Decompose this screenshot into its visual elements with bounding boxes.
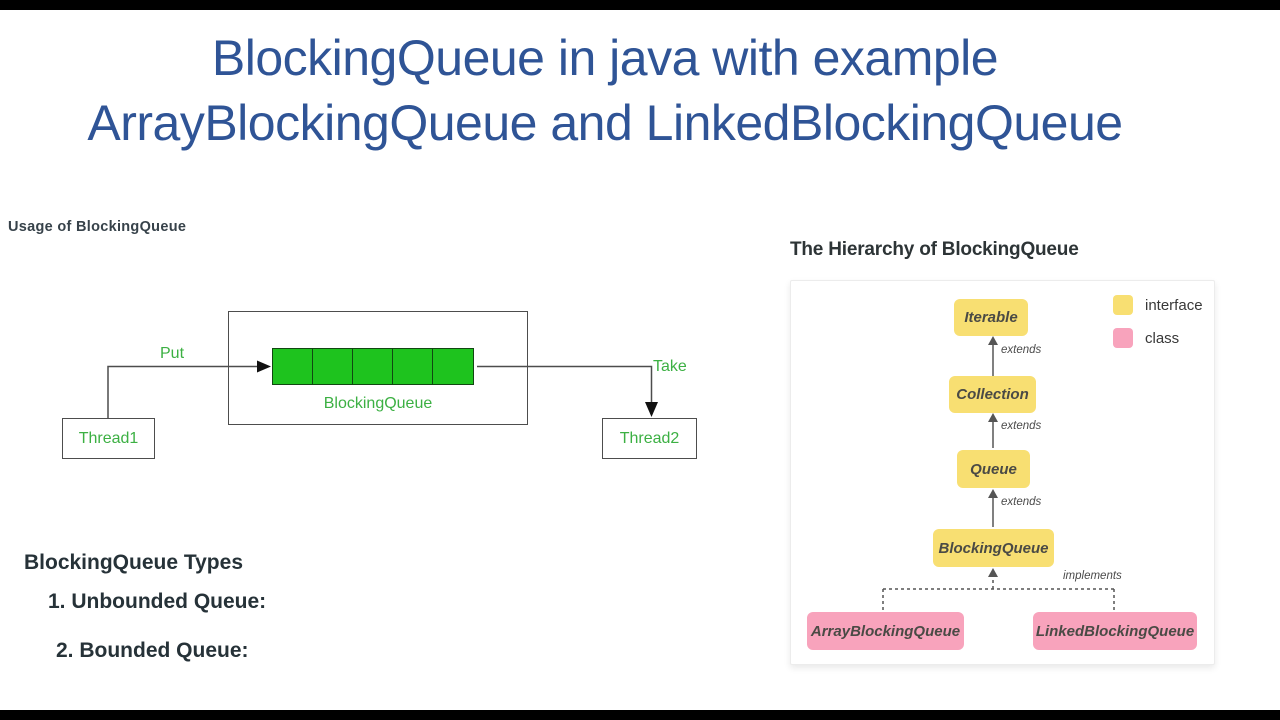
queue-cell (393, 349, 433, 384)
thread1-box: Thread1 (62, 418, 155, 459)
take-label: Take (653, 358, 687, 375)
page-title-line2: ArrayBlockingQueue and LinkedBlockingQue… (87, 95, 1123, 151)
queue-cell (433, 349, 473, 384)
top-letterbox-bar (0, 0, 1280, 10)
class-swatch-icon (1113, 328, 1133, 348)
bottom-letterbox-bar (0, 710, 1280, 720)
node-collection: Collection (949, 376, 1036, 413)
usage-connectors (107, 360, 658, 418)
legend-row-interface: interface (1113, 295, 1203, 315)
interface-swatch-icon (1113, 295, 1133, 315)
extends-label-3: extends (1001, 496, 1042, 508)
extends-label-2: extends (1001, 420, 1042, 432)
queue-cells (272, 348, 474, 385)
put-arrowhead-icon (257, 360, 271, 373)
node-linkedblockingqueue: LinkedBlockingQueue (1033, 612, 1197, 650)
implements-arrowhead-icon (988, 568, 998, 577)
types-item-unbounded: 1. Unbounded Queue: (48, 590, 267, 613)
thread2-box: Thread2 (602, 418, 697, 459)
put-connector-line (107, 365, 257, 418)
take-arrowhead-icon (645, 402, 658, 417)
types-heading: BlockingQueue Types (24, 551, 243, 574)
node-arrayblockingqueue: ArrayBlockingQueue (807, 612, 964, 650)
extends-arrowhead-icon-3 (988, 489, 998, 498)
page-title-line1: BlockingQueue in java with example (211, 30, 999, 86)
hierarchy-heading: The Hierarchy of BlockingQueue (790, 239, 1079, 260)
hierarchy-card: Iterable Collection Queue BlockingQueue … (790, 280, 1215, 665)
queue-cell (273, 349, 313, 384)
node-queue: Queue (957, 450, 1030, 488)
usage-diagram: Put Take BlockingQueue Thread1 Thread2 (0, 300, 720, 470)
legend-interface-label: interface (1145, 296, 1203, 314)
hierarchy-connectors (882, 336, 1115, 612)
page-title: BlockingQueue in java with example Array… (0, 26, 1210, 156)
extends-arrowhead-icon-1 (988, 336, 998, 345)
blockingqueue-container-box (228, 311, 528, 425)
legend-class-label: class (1145, 329, 1180, 347)
usage-section-heading: Usage of BlockingQueue (8, 219, 187, 235)
types-item-bounded: 2. Bounded Queue: (56, 639, 249, 662)
legend-row-class: class (1113, 328, 1179, 348)
node-iterable: Iterable (954, 299, 1028, 336)
node-blockingqueue: BlockingQueue (933, 529, 1054, 567)
queue-cell (353, 349, 393, 384)
implements-label: implements (1063, 570, 1122, 582)
queue-cell (313, 349, 353, 384)
extends-label-1: extends (1001, 344, 1042, 356)
put-label: Put (160, 345, 185, 362)
extends-arrowhead-icon-2 (988, 413, 998, 422)
take-connector-line (477, 365, 653, 403)
blockingqueue-caption: BlockingQueue (323, 395, 433, 412)
